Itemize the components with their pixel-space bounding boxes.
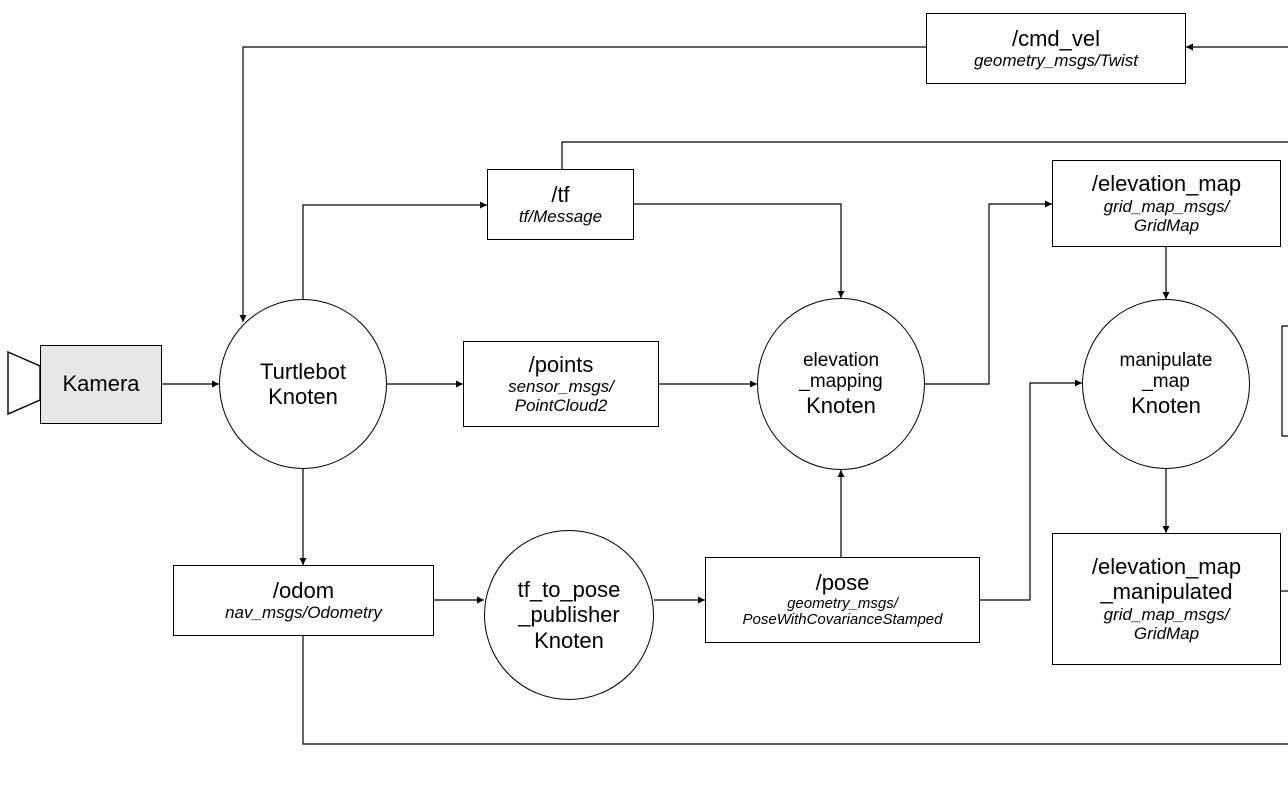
elevation-mapping-line2: _mapping [799,371,883,393]
tf-to-pose-line3: Knoten [534,627,604,653]
odom-name: /odom [272,577,335,603]
cmd-vel-name: /cmd_vel [1011,25,1101,51]
manipulated-msg2: GridMap [1133,623,1200,643]
elevation-map-msg2: GridMap [1133,215,1200,235]
manipulated-name2: _manipulated [1100,578,1233,604]
pose-msg1: geometry_msgs/ [787,594,898,612]
turtlebot-line1: Turtlebot [259,358,346,384]
edge-pose-manipulate-map [980,379,1082,601]
cmd-vel-topic: /cmd_vel geometry_msgs/Twist [926,13,1186,84]
elevation-mapping-node: elevation _mapping Knoten [757,298,925,470]
manipulate-map-line2: _map [1142,371,1190,393]
points-name: /points [528,351,594,377]
edge-tf-offscreen [561,141,1288,169]
turtlebot-node: Turtlebot Knoten [219,299,387,469]
elevation-map-topic: /elevation_map grid_map_msgs/ GridMap [1052,160,1281,247]
cmd-vel-msg: geometry_msgs/Twist [973,51,1139,71]
elevation-map-msg1: grid_map_msgs/ [1103,196,1230,216]
pose-topic: /pose geometry_msgs/ PoseWithCovarianceS… [705,557,980,643]
camera-box: Kamera [40,345,162,424]
points-topic: /points sensor_msgs/ PointCloud2 [463,341,659,427]
edge-cmd-vel-turtlebot [239,46,926,322]
manipulate-map-line3: Knoten [1131,393,1201,419]
odom-topic: /odom nav_msgs/Odometry [173,565,434,636]
elevation-map-manipulated-topic: /elevation_map _manipulated grid_map_msg… [1052,533,1281,665]
elevation-map-name: /elevation_map [1091,171,1242,197]
manipulate-map-node: manipulate _map Knoten [1082,299,1250,469]
tf-name: /tf [551,181,570,207]
turtlebot-line2: Knoten [268,384,338,409]
tf-msg: tf/Message [518,207,603,227]
pose-name: /pose [815,569,870,595]
points-msg1: sensor_msgs/ [508,377,614,397]
points-msg2: PointCloud2 [514,396,608,416]
edge-turtlebot-tf [302,201,487,299]
odom-msg: nav_msgs/Odometry [225,603,382,623]
edge-elevation-mapping-elevation-map [925,200,1052,385]
edge-tf-elevation-mapping [634,203,845,298]
elevation-mapping-line1: elevation [802,349,880,371]
tf-to-pose-line1: tf_to_pose [517,577,621,603]
edge-odom-offscreen [302,636,1288,745]
camera-label: Kamera [62,371,140,397]
tf-topic: /tf tf/Message [487,169,634,240]
tf-to-pose-node: tf_to_pose _publisher Knoten [484,530,654,700]
pose-msg2: PoseWithCovarianceStamped [742,611,943,629]
tf-to-pose-line2: _publisher [518,602,620,628]
manipulate-map-line1: manipulate [1119,349,1213,371]
manipulated-name1: /elevation_map [1091,554,1242,580]
elevation-mapping-line3: Knoten [806,393,876,419]
manipulated-msg1: grid_map_msgs/ [1103,604,1230,624]
offscreen-box-edge [1281,325,1288,437]
camera-lens-icon [7,350,41,416]
